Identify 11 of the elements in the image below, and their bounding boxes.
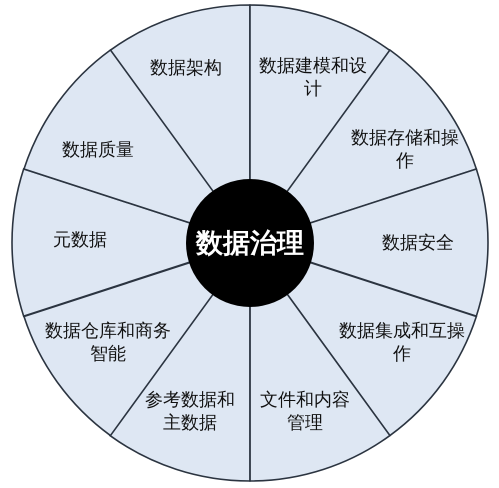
segment-label: 数据建模和设计 <box>258 54 368 102</box>
segment-label: 数据仓库和商务智能 <box>44 320 172 366</box>
segment-label: 数据安全 <box>381 231 455 255</box>
segment-label: 文件和内容管理 <box>259 388 351 436</box>
segment-label: 元数据 <box>52 228 108 252</box>
segment-label: 数据存储和操作 <box>350 126 460 174</box>
segment-label: 数据集成和互操作 <box>338 320 466 366</box>
segment-label: 参考数据和主数据 <box>144 388 236 436</box>
hub-label: 数据治理 <box>196 227 304 261</box>
segment-label: 数据质量 <box>60 138 135 162</box>
segment-label: 数据架构 <box>148 56 223 80</box>
